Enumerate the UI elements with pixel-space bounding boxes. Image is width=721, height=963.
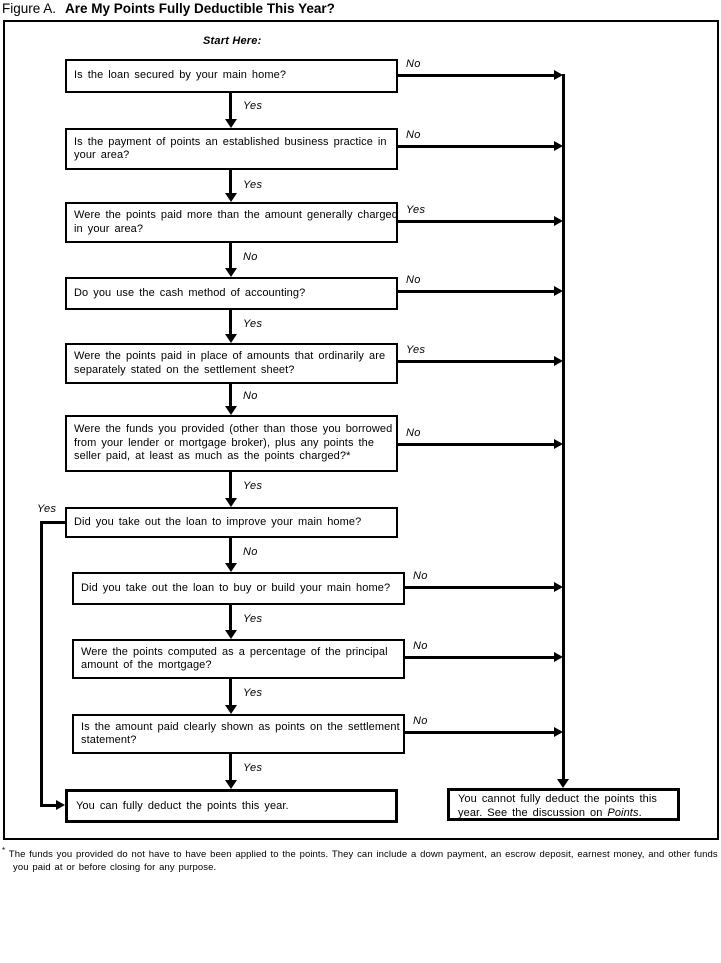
arrow-down-5 <box>229 384 232 407</box>
arrow-side-8 <box>405 586 555 589</box>
figure-heading: Are My Points Fully Deductible This Year… <box>65 1 335 16</box>
arrow-down-4 <box>229 310 232 335</box>
arrowhead-side-3 <box>554 216 563 226</box>
arrowhead-side-1 <box>554 70 563 80</box>
result-text: You cannot fully deduct the points this … <box>458 793 657 819</box>
arrowhead-down-3 <box>225 268 237 277</box>
arrowhead-side-4 <box>554 286 563 296</box>
arrowhead-down-1 <box>225 119 237 128</box>
arrow-down-2 <box>229 170 232 194</box>
arrow-side-6 <box>398 443 555 446</box>
arrow-side-1 <box>398 74 555 77</box>
arrow-side-10 <box>405 731 555 734</box>
arrow-side-2 <box>398 145 555 148</box>
question-box-shown-on-settlement: Is the amount paid clearly shown as poin… <box>72 714 405 754</box>
arrow-side-4 <box>398 290 555 293</box>
branch-label-side-2: No <box>406 129 421 141</box>
question-text: Were the points computed as a percentage… <box>81 645 388 672</box>
arrowhead-side-10 <box>554 727 563 737</box>
left-path-bottom-segment <box>40 804 56 807</box>
arrowhead-side-8 <box>554 582 563 592</box>
arrow-down-7 <box>229 538 232 564</box>
branch-label-side-10: No <box>413 715 428 727</box>
footnote-marker: * <box>2 846 6 855</box>
arrowhead-down-5 <box>225 406 237 415</box>
result-box-deductible: You can fully deduct the points this yea… <box>65 789 398 823</box>
arrow-down-6 <box>229 472 232 499</box>
question-text: Is the payment of points an established … <box>74 135 387 162</box>
arrowhead-side-2 <box>554 141 563 151</box>
arrowhead-down-9 <box>225 705 237 714</box>
arrow-down-10 <box>229 754 232 781</box>
arrow-down-8 <box>229 605 232 631</box>
question-box-cash-method: Do you use the cash method of accounting… <box>65 277 398 310</box>
question-box-in-place-of-amounts: Were the points paid in place of amounts… <box>65 343 398 384</box>
question-box-funds-provided: Were the funds you provided (other than … <box>65 415 398 472</box>
question-text: Did you take out the loan to improve you… <box>74 515 362 528</box>
branch-label-down-8: Yes <box>243 613 263 625</box>
branch-label-down-9: Yes <box>243 687 263 699</box>
question-text: Were the points paid in place of amounts… <box>74 350 386 376</box>
result-italic-term: Points <box>607 806 639 819</box>
left-path-vertical-segment <box>40 521 43 806</box>
arrow-down-9 <box>229 679 232 706</box>
trunk-arrowhead <box>557 779 569 788</box>
start-here-label: Start Here: <box>203 35 262 47</box>
branch-label-side-7: Yes <box>37 503 57 515</box>
branch-label-down-2: Yes <box>243 179 263 191</box>
arrow-side-3 <box>398 220 555 223</box>
arrowhead-down-7 <box>225 563 237 572</box>
branch-label-down-5: No <box>243 390 258 402</box>
branch-label-side-1: No <box>406 58 421 70</box>
question-box-percentage-principal: Were the points computed as a percentage… <box>72 639 405 679</box>
branch-label-side-9: No <box>413 640 428 652</box>
branch-label-down-1: Yes <box>243 100 263 112</box>
question-text: Were the funds you provided (other than … <box>74 423 393 463</box>
question-text: Did you take out the loan to buy or buil… <box>81 581 391 594</box>
question-text: Do you use the cash method of accounting… <box>74 286 306 299</box>
arrow-down-3 <box>229 243 232 269</box>
question-box-loan-secured: Is the loan secured by your main home? <box>65 59 398 93</box>
arrowhead-down-2 <box>225 193 237 202</box>
arrow-side-5 <box>398 360 555 363</box>
question-text: Were the points paid more than the amoun… <box>74 209 398 235</box>
branch-label-down-10: Yes <box>243 762 263 774</box>
arrowhead-down-8 <box>225 630 237 639</box>
left-path-top-segment <box>40 521 65 524</box>
question-box-buy-build-home: Did you take out the loan to buy or buil… <box>72 572 405 605</box>
arrowhead-side-9 <box>554 652 563 662</box>
branch-label-down-7: No <box>243 546 258 558</box>
result-box-not-deductible: You cannot fully deduct the points this … <box>447 788 680 821</box>
question-box-business-practice: Is the payment of points an established … <box>65 128 398 170</box>
figure-label: Figure A. <box>2 1 57 16</box>
flowchart-border <box>3 20 719 840</box>
arrowhead-down-4 <box>225 334 237 343</box>
figure-title: Figure A. Are My Points Fully Deductible … <box>2 1 335 16</box>
branch-label-down-3: No <box>243 251 258 263</box>
question-box-improve-home: Did you take out the loan to improve you… <box>65 507 398 538</box>
branch-label-side-8: No <box>413 570 428 582</box>
question-text: Is the amount paid clearly shown as poin… <box>81 720 400 747</box>
branch-label-side-3: Yes <box>406 204 426 216</box>
branch-label-down-4: Yes <box>243 318 263 330</box>
branch-label-side-6: No <box>406 427 421 439</box>
branch-label-down-6: Yes <box>243 480 263 492</box>
trunk-line <box>562 74 565 779</box>
question-box-points-more-than-charged: Were the points paid more than the amoun… <box>65 202 398 243</box>
footnote-text: The funds you provided do not have to ha… <box>8 849 718 874</box>
arrowhead-side-6 <box>554 439 563 449</box>
branch-label-side-5: Yes <box>406 344 426 356</box>
branch-label-side-4: No <box>406 274 421 286</box>
arrowhead-down-6 <box>225 498 237 507</box>
arrow-side-9 <box>405 656 555 659</box>
left-path-arrowhead <box>56 800 65 810</box>
question-text: Is the loan secured by your main home? <box>74 69 287 82</box>
footnote: * The funds you provided do not have to … <box>2 844 719 874</box>
arrowhead-down-10 <box>225 780 237 789</box>
result-text: You can fully deduct the points this yea… <box>76 800 289 812</box>
arrowhead-side-5 <box>554 356 563 366</box>
arrow-down-1 <box>229 93 232 120</box>
